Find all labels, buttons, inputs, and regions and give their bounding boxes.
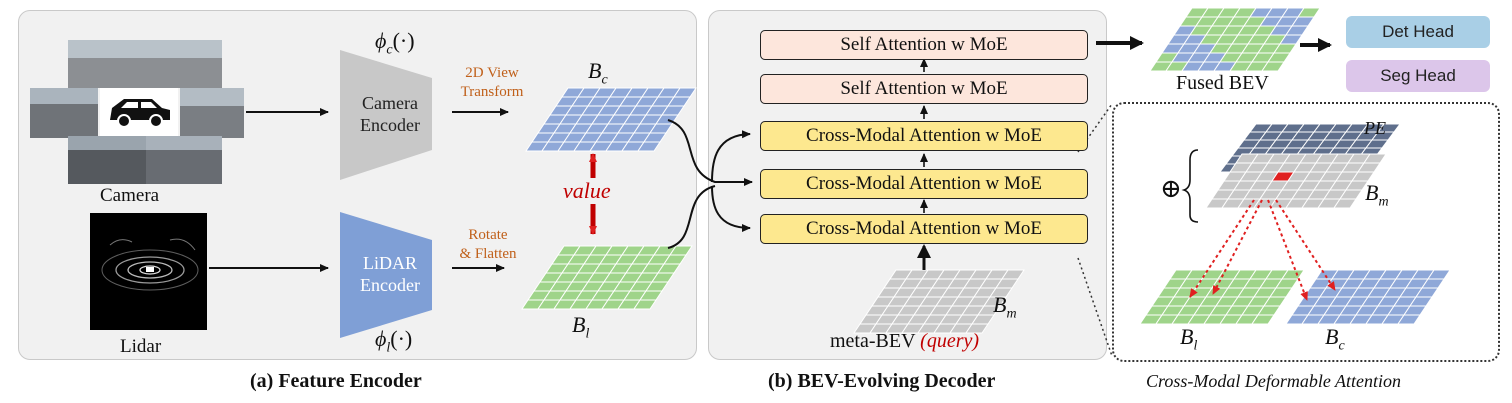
lidar-to-decoder-curve	[667, 185, 716, 249]
sample-arrow-1	[1189, 199, 1255, 298]
camera-encoder-shape	[340, 50, 432, 180]
meta-bev-label: meta-BEV (query)	[830, 330, 980, 352]
query-label: (query)	[920, 330, 980, 352]
fused-bev-label: Fused BEV	[1176, 72, 1269, 94]
pe-label: PE	[1364, 118, 1386, 138]
lidar-image	[90, 213, 207, 330]
feature-encoder-caption: (a) Feature Encoder	[250, 370, 422, 392]
self-attention-box-2: Self Attention w MoE	[760, 74, 1088, 104]
deformable-bm-grid	[1205, 153, 1387, 209]
deformable-bc-label: Bc	[1325, 324, 1345, 354]
deformable-bl-label: Bl	[1180, 324, 1198, 354]
grid-cell	[1251, 314, 1275, 325]
branch-to-cross-modal-1	[711, 130, 751, 183]
camera-label: Camera	[100, 185, 160, 206]
bc-label: Bc	[588, 58, 608, 88]
branch-to-cross-modal-3	[711, 185, 751, 232]
grid-cell	[1261, 61, 1285, 72]
value-label: value	[563, 178, 611, 203]
deformable-attention-panel	[1112, 102, 1500, 362]
zoom-line-bottom	[1077, 257, 1113, 357]
lidar-bev-grid	[521, 245, 693, 310]
lidar-encoder-shape	[340, 212, 432, 338]
plus-symbol: ⊕	[1160, 174, 1182, 203]
decoder-bm-label: Bm	[993, 292, 1017, 322]
seg-head-box: Seg Head	[1346, 60, 1490, 92]
deformable-bl-grid	[1139, 269, 1305, 325]
deformable-caption: Cross-Modal Deformable Attention	[1146, 371, 1401, 391]
phi-l-label: ϕl(·)	[375, 326, 413, 356]
self-attention-box-1: Self Attention w MoE	[760, 30, 1088, 60]
bl-label: Bl	[572, 312, 590, 342]
camera-bev-grid	[525, 87, 697, 152]
rotate-flatten-label: Rotate& Flatten	[459, 227, 517, 262]
deformable-bm-label: Bm	[1365, 180, 1389, 210]
lidar-label: Lidar	[120, 336, 162, 357]
meta-bev-grid	[853, 269, 1025, 334]
plus-brace	[1181, 149, 1199, 223]
grid-cell	[1397, 314, 1421, 325]
cross-modal-box-2: Cross-Modal Attention w MoE	[760, 169, 1088, 199]
camera-images	[30, 40, 244, 184]
camera-to-decoder-curve	[667, 119, 753, 186]
grid-cell	[633, 299, 657, 310]
car-icon	[110, 99, 170, 128]
fused-bev-grid	[1149, 7, 1321, 72]
cross-modal-box-3: Cross-Modal Attention w MoE	[760, 214, 1088, 244]
deformable-bc-grid	[1285, 269, 1451, 325]
grid-cell	[965, 323, 989, 334]
phi-c-label: ϕc(·)	[375, 28, 415, 58]
det-head-box: Det Head	[1346, 16, 1490, 48]
grid-cell	[637, 141, 661, 152]
decoder-caption: (b) BEV-Evolving Decoder	[768, 370, 996, 392]
cross-modal-box-1: Cross-Modal Attention w MoE	[760, 121, 1088, 151]
grid-cell	[1333, 198, 1357, 209]
